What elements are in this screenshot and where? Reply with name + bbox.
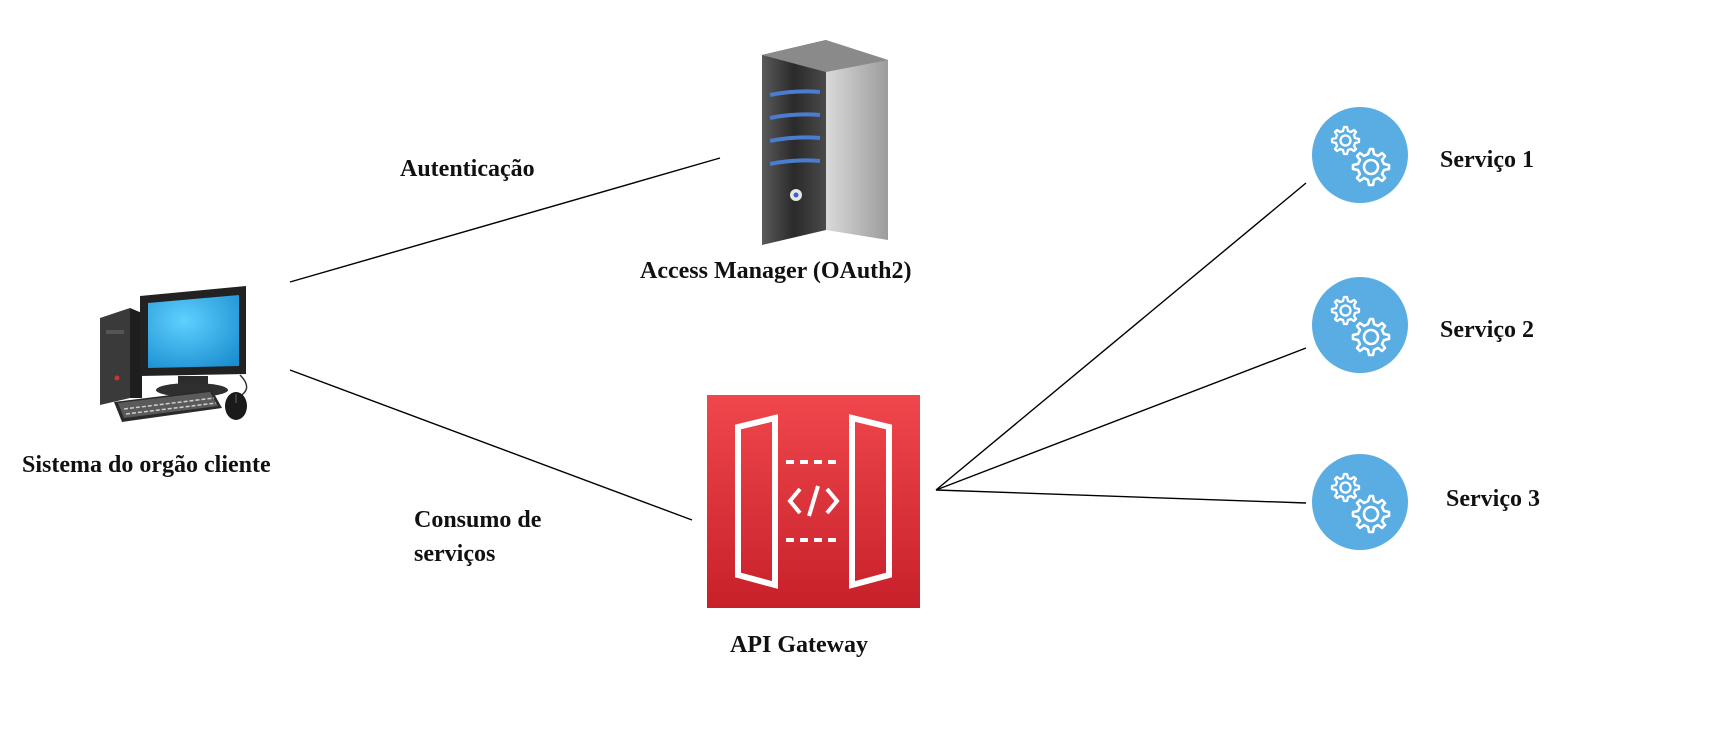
node-label-api-gateway: API Gateway	[730, 632, 868, 658]
edge-gateway-to-service-3	[935, 489, 1307, 504]
server-tower-icon	[762, 40, 888, 245]
edge-client-to-api-gateway	[289, 369, 693, 521]
gears-icon	[1312, 107, 1408, 203]
edge-label-authentication: Autenticação	[400, 156, 535, 182]
node-label-service-3: Serviço 3	[1446, 486, 1540, 512]
api-gateway-icon	[707, 395, 920, 608]
node-label-service-2: Serviço 2	[1440, 317, 1534, 343]
node-label-access-manager: Access Manager (OAuth2)	[640, 258, 912, 284]
edge-client-to-access-manager	[289, 157, 721, 283]
node-label-service-1: Serviço 1	[1440, 147, 1534, 173]
edge-gateway-to-service-1	[935, 182, 1307, 491]
edge-label-consumption-line2: serviços	[414, 541, 496, 567]
edge-label-consumption-line1: Consumo de	[414, 507, 542, 533]
gears-icon	[1312, 454, 1408, 550]
node-label-client: Sistema do orgão cliente	[22, 452, 271, 478]
desktop-computer-icon	[100, 286, 248, 422]
gears-icon	[1312, 277, 1408, 373]
edge-gateway-to-service-2	[935, 347, 1307, 491]
